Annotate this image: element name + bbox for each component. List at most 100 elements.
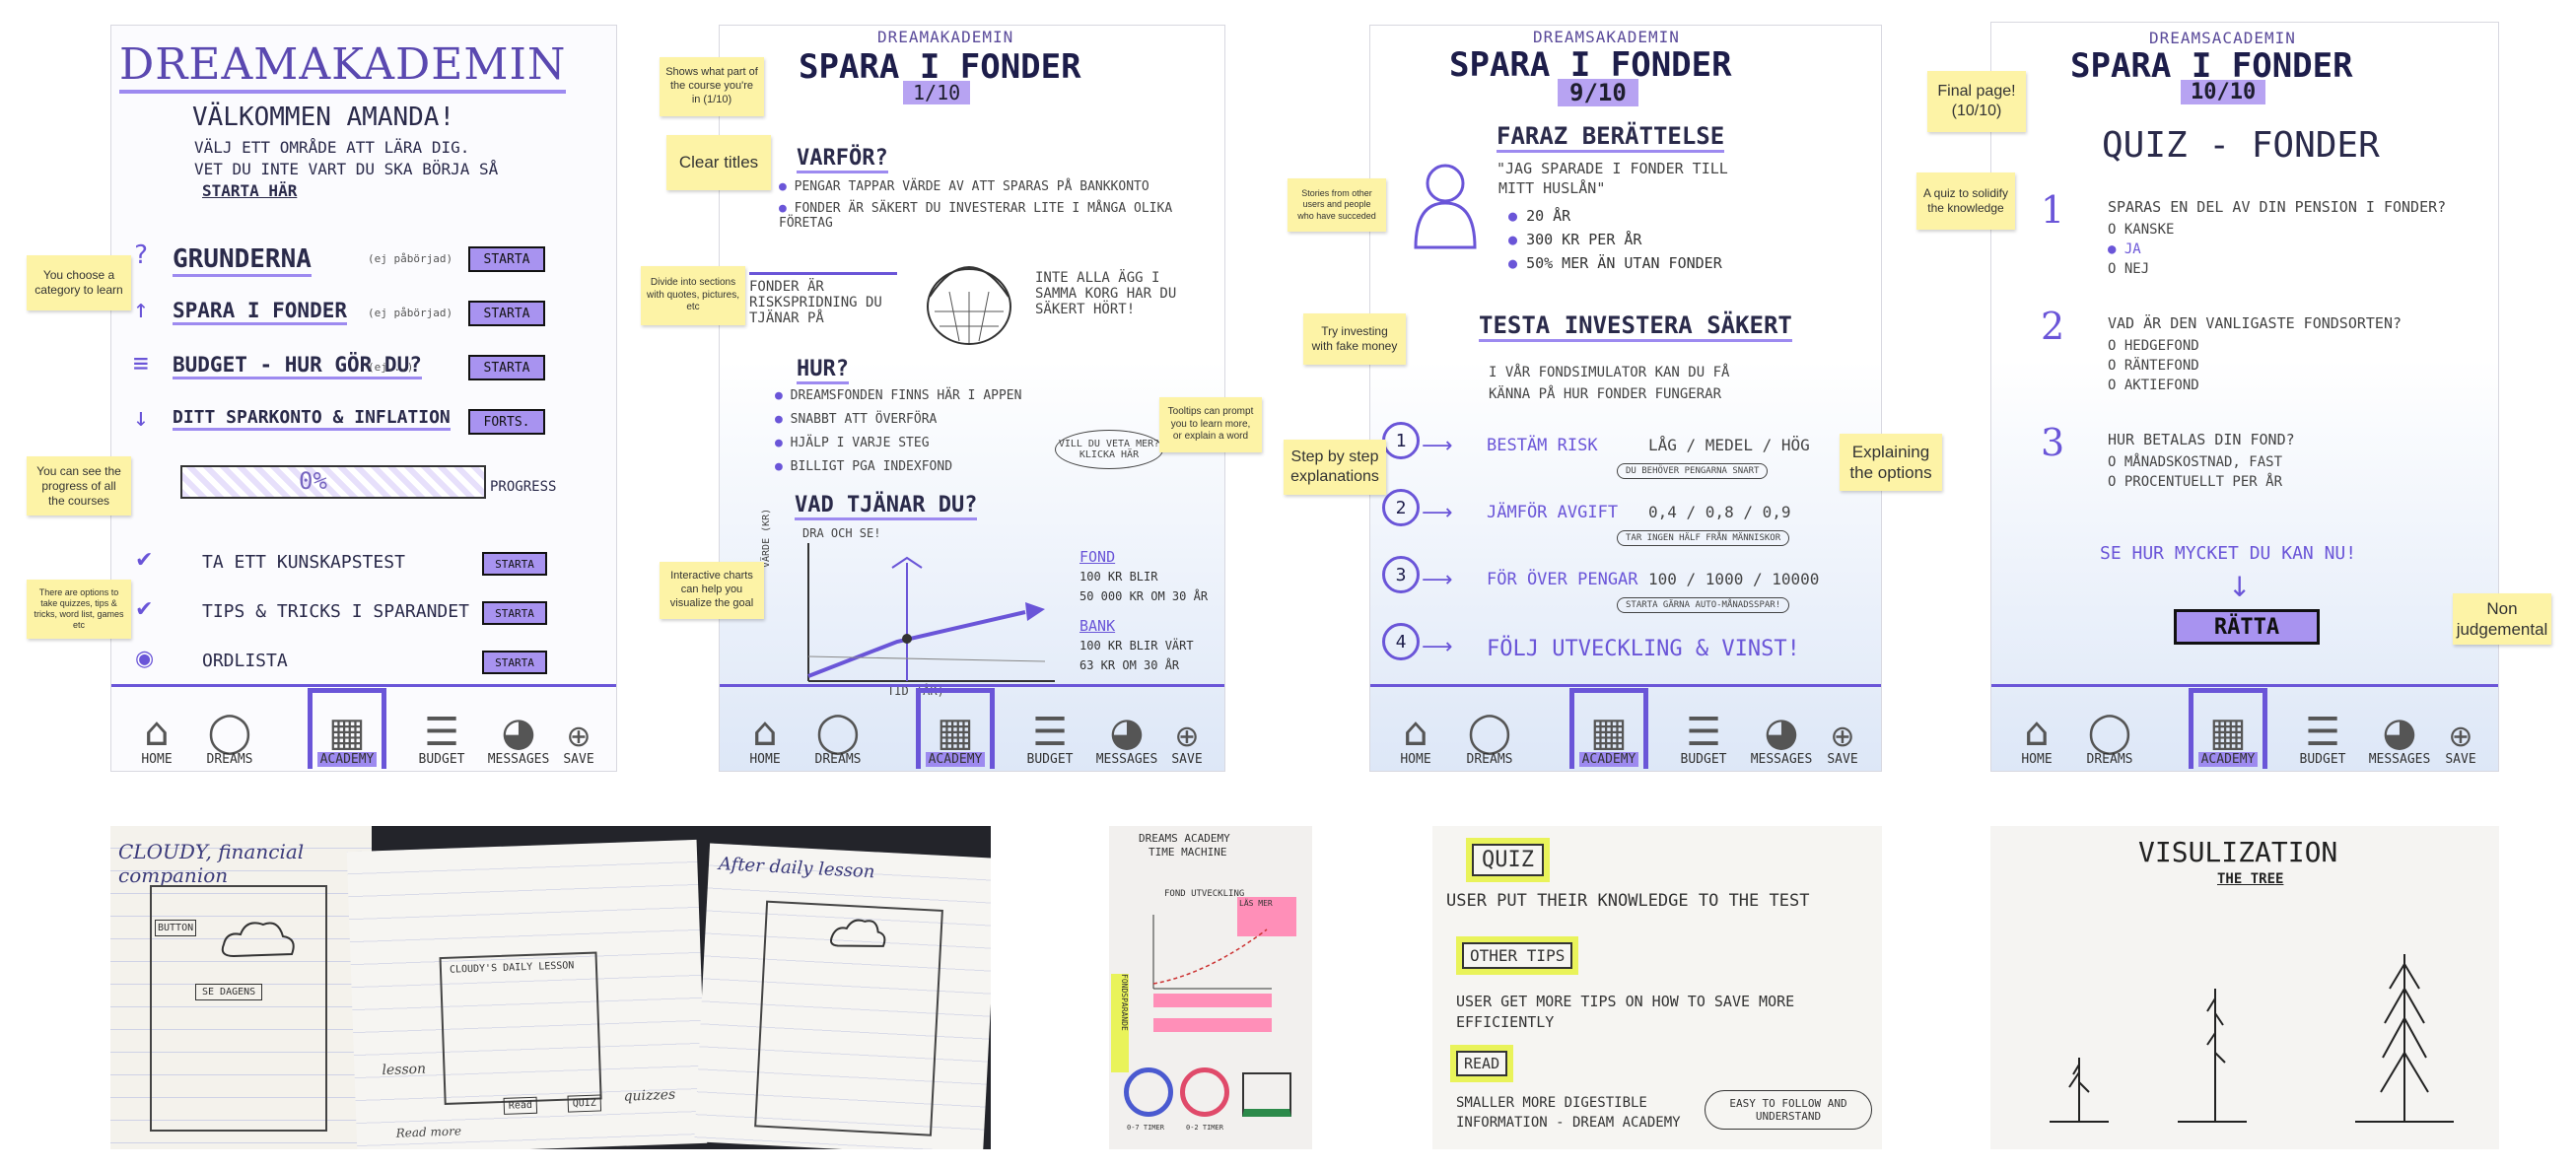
- answer-option-text: O PROCENTUELLT PER ÅR: [2108, 474, 2283, 490]
- question-number: 1: [2041, 188, 2065, 232]
- nav-messages[interactable]: ◕MESSAGES: [1742, 688, 1821, 769]
- step-options[interactable]: 100 / 1000 / 10000: [1648, 570, 1820, 588]
- quote-right: INTE ALLA ÄGG I SAMMA KORG HAR DU SÄKERT…: [1035, 270, 1177, 317]
- bottom-navigation: ⌂HOME◯DREAMS ▦ACADEMY☰BUDGET◕MESSAGES⊕SAV…: [111, 684, 616, 771]
- sketch-tm-chart-title: FOND UTVECKLING: [1164, 889, 1245, 899]
- nav-dreams[interactable]: ◯DREAMS: [1450, 688, 1529, 769]
- budget-icon: ☰: [2305, 710, 2340, 755]
- sketch-features: QUIZ USER PUT THEIR KNOWLEDGE TO THE TES…: [1432, 826, 1882, 1149]
- category-start-button[interactable]: FORTS.: [468, 409, 545, 435]
- nav-label: HOME: [749, 752, 781, 767]
- answer-option[interactable]: O HEDGEFOND: [2108, 338, 2199, 354]
- category-name[interactable]: BUDGET - HUR GÖR DU?: [173, 353, 422, 379]
- nav-academy[interactable]: ▦ACADEMY: [308, 688, 386, 769]
- extra-option-label: ORDLISTA: [202, 651, 288, 671]
- bullet-icon: ●: [775, 436, 791, 450]
- category-name[interactable]: SPARA I FONDER: [173, 299, 348, 325]
- nav-messages[interactable]: ◕MESSAGES: [1087, 688, 1166, 769]
- nav-budget[interactable]: ☰BUDGET: [2283, 688, 2362, 769]
- start-here-link[interactable]: STARTA HÄR: [202, 181, 298, 200]
- section-earn: VAD TJÄNAR DU?: [795, 493, 978, 520]
- answer-option-text: O HEDGEFOND: [2108, 338, 2199, 354]
- category-start-button[interactable]: STARTA: [468, 301, 545, 326]
- sketch-tm-pink-1: [1153, 994, 1272, 1007]
- nav-home[interactable]: ⌂HOME: [117, 688, 196, 769]
- extra-start-button[interactable]: STARTA: [482, 651, 547, 674]
- notepaper-3: After daily lesson: [694, 843, 991, 1149]
- nav-label: HOME: [2021, 752, 2053, 767]
- question-text: SPARAS EN DEL AV DIN PENSION I FONDER?: [2108, 198, 2447, 216]
- budget-icon: ☰: [424, 710, 459, 755]
- sketch-daily-button: SE DAGENS: [195, 984, 263, 1000]
- answer-option[interactable]: O KANSKE: [2108, 222, 2174, 238]
- nav-dreams[interactable]: ◯DREAMS: [2070, 688, 2149, 769]
- category-name[interactable]: GRUNDERNA: [173, 244, 312, 277]
- step-options[interactable]: 0,4 / 0,8 / 0,9: [1648, 503, 1791, 521]
- how-bullet-text[interactable]: BILLIGT PGA INDEXFOND: [790, 459, 953, 474]
- tree-growth-icon: [2050, 954, 2454, 1123]
- brand-label: DREAMSACADEMIN: [2149, 29, 2296, 47]
- nav-home[interactable]: ⌂HOME: [1376, 688, 1455, 769]
- answer-option[interactable]: O MÅNADSKOSTNAD, FAST: [2108, 454, 2282, 470]
- nav-save[interactable]: ⊕SAVE: [2431, 688, 2490, 769]
- answer-option[interactable]: O AKTIEFOND: [2108, 378, 2199, 393]
- step-options[interactable]: LÅG / MEDEL / HÖG: [1648, 436, 1810, 454]
- answer-option[interactable]: O PROCENTUELLT PER ÅR: [2108, 474, 2282, 490]
- nav-budget[interactable]: ☰BUDGET: [1664, 688, 1743, 769]
- nav-label: ACADEMY: [1578, 752, 1639, 767]
- sketch-quiz-box: QUIZ: [567, 1094, 602, 1113]
- nav-messages[interactable]: ◕MESSAGES: [2360, 688, 2439, 769]
- dreams-icon: ◯: [2087, 710, 2132, 755]
- sketch-quizzes-label: quizzes: [623, 1086, 676, 1105]
- nav-academy[interactable]: ▦ACADEMY: [916, 688, 995, 769]
- nav-home[interactable]: ⌂HOME: [1997, 688, 2076, 769]
- sketch-title: CLOUDY, financial companion: [118, 840, 305, 887]
- step-text: FÖLJ UTVECKLING & VINST!: [1487, 637, 1800, 661]
- extra-start-button[interactable]: STARTA: [482, 601, 547, 625]
- simulator-intro-2: KÄNNA PÅ HUR FONDER FUNGERAR: [1489, 386, 1722, 402]
- book-icon: ◉: [135, 647, 155, 671]
- nav-budget[interactable]: ☰BUDGET: [402, 688, 481, 769]
- nav-save[interactable]: ⊕SAVE: [1813, 688, 1872, 769]
- nav-label: BUDGET: [1026, 752, 1074, 767]
- category-start-button[interactable]: STARTA: [468, 246, 545, 272]
- sketch-lesson-side: lesson: [382, 1061, 427, 1079]
- section-why: VARFÖR?: [797, 146, 888, 173]
- nav-save[interactable]: ⊕SAVE: [1157, 688, 1217, 769]
- home-icon: ⌂: [1403, 710, 1428, 755]
- check-answers-button[interactable]: RÄTTA: [2174, 609, 2320, 645]
- lesson-title: SPARA I FONDER: [1449, 45, 1732, 85]
- answer-option[interactable]: ● JA: [2108, 241, 2141, 257]
- dreams-icon: ◯: [207, 710, 252, 755]
- extra-start-button[interactable]: STARTA: [482, 552, 547, 576]
- home-icon: ⌂: [752, 710, 778, 755]
- answer-option[interactable]: O RÄNTEFOND: [2108, 358, 2199, 374]
- answer-option[interactable]: O NEJ: [2108, 261, 2149, 277]
- nav-save[interactable]: ⊕SAVE: [549, 688, 608, 769]
- step-text: JÄMFÖR AVGIFT: [1487, 503, 1619, 522]
- how-bullet: ● SNABBT ATT ÖVERFÖRA: [775, 412, 937, 427]
- category-name[interactable]: DITT SPARKONTO & INFLATION: [173, 407, 451, 431]
- cloud-icon: [221, 922, 295, 958]
- nav-dreams[interactable]: ◯DREAMS: [190, 688, 269, 769]
- messages-icon: ◕: [1109, 710, 1145, 755]
- arrow-right-icon: ⟶: [1422, 501, 1453, 525]
- interactive-chart[interactable]: [779, 538, 1065, 696]
- nav-label: SAVE: [2445, 752, 2476, 767]
- answer-option-text: O AKTIEFOND: [2108, 378, 2199, 393]
- page-indicator: 1/10: [903, 81, 971, 104]
- tooltip-bubble[interactable]: VILL DU VETA MER? KLICKA HÄR: [1055, 430, 1163, 469]
- nav-home[interactable]: ⌂HOME: [726, 688, 804, 769]
- nav-academy[interactable]: ▦ACADEMY: [1569, 688, 1648, 769]
- arrow-down-icon: ↓: [2228, 571, 2252, 603]
- nav-label: DREAMS: [1466, 752, 1513, 767]
- checkmark-icon: ✔: [135, 597, 154, 622]
- category-start-button[interactable]: STARTA: [468, 355, 545, 380]
- nav-budget[interactable]: ☰BUDGET: [1010, 688, 1089, 769]
- budget-icon: ☰: [1032, 710, 1068, 755]
- nav-academy[interactable]: ▦ACADEMY: [2189, 688, 2267, 769]
- nav-messages[interactable]: ◕MESSAGES: [479, 688, 558, 769]
- sketch-read-box: Read: [503, 1096, 538, 1115]
- selected-dot-icon: ●: [2108, 241, 2124, 257]
- nav-dreams[interactable]: ◯DREAMS: [799, 688, 877, 769]
